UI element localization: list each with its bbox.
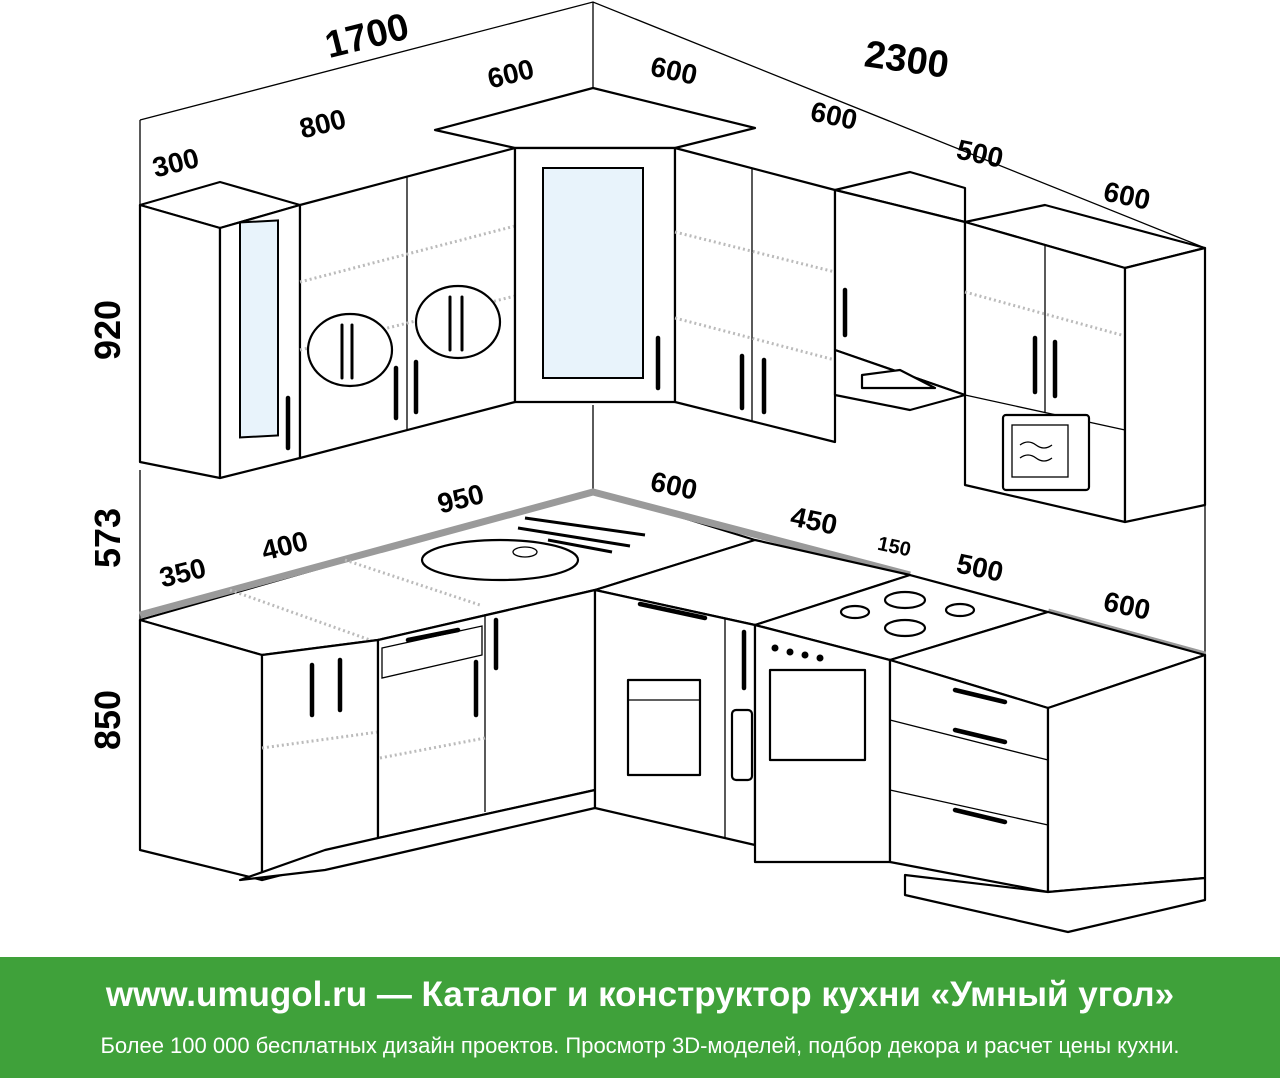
dim-upper-left-3: 600 xyxy=(484,53,537,94)
lower-right-cabinets xyxy=(593,538,1207,934)
dim-height-backsplash: 573 xyxy=(87,508,128,568)
dim-height-lower: 850 xyxy=(87,690,128,750)
dim-counter-left-2: 400 xyxy=(258,525,311,566)
kitchen-diagram: .ln { fill: #fff; stroke: #000; stroke-w… xyxy=(87,1,1207,934)
lower-left-cabinets xyxy=(138,488,911,882)
upper-right-cabinets xyxy=(673,146,1207,524)
dim-upper-left-1: 300 xyxy=(149,142,202,183)
gas-hob-burners xyxy=(839,590,976,638)
dim-counter-right-4: 500 xyxy=(954,548,1006,588)
dim-top-left-total: 1700 xyxy=(321,6,413,67)
dim-upper-right-1: 600 xyxy=(648,51,700,91)
dim-upper-right-3: 500 xyxy=(954,134,1006,174)
drain-board xyxy=(517,516,646,554)
oven-window xyxy=(768,668,867,762)
banner-subtitle: Более 100 000 бесплатных дизайн проектов… xyxy=(100,1033,1180,1058)
dim-counter-right-1: 600 xyxy=(648,466,700,506)
dim-upper-left-2: 800 xyxy=(296,103,349,144)
glass-door-corner xyxy=(542,167,644,379)
dim-counter-right-2: 450 xyxy=(788,501,840,541)
dim-counter-right-3: 150 xyxy=(876,533,913,561)
dim-upper-right-2: 600 xyxy=(808,96,860,136)
countertop-edge-left xyxy=(139,488,911,619)
banner-title[interactable]: www.umugol.ru — Каталог и конструктор ку… xyxy=(105,975,1175,1014)
oven-knobs xyxy=(771,644,824,662)
range-hood-icon xyxy=(860,368,937,390)
cutlery-emblem-icon xyxy=(414,284,502,360)
dishwasher-icon xyxy=(626,678,702,777)
upper-corner-cabinet xyxy=(433,86,757,404)
promo-banner: www.umugol.ru — Каталог и конструктор ку… xyxy=(0,957,1280,1078)
microwave-icon xyxy=(1001,413,1091,492)
upper-left-cabinets xyxy=(138,146,517,480)
bottle-rack-icon xyxy=(730,708,754,782)
glass-door-left xyxy=(239,219,279,439)
cutlery-emblem-icon xyxy=(306,312,394,388)
dim-counter-left-1: 350 xyxy=(156,552,209,593)
dim-top-right-total: 2300 xyxy=(862,33,952,86)
sink xyxy=(420,538,580,582)
dim-counter-left-3: 950 xyxy=(434,478,487,519)
dim-height-upper: 920 xyxy=(87,300,128,360)
dim-counter-right-5: 600 xyxy=(1101,586,1153,626)
